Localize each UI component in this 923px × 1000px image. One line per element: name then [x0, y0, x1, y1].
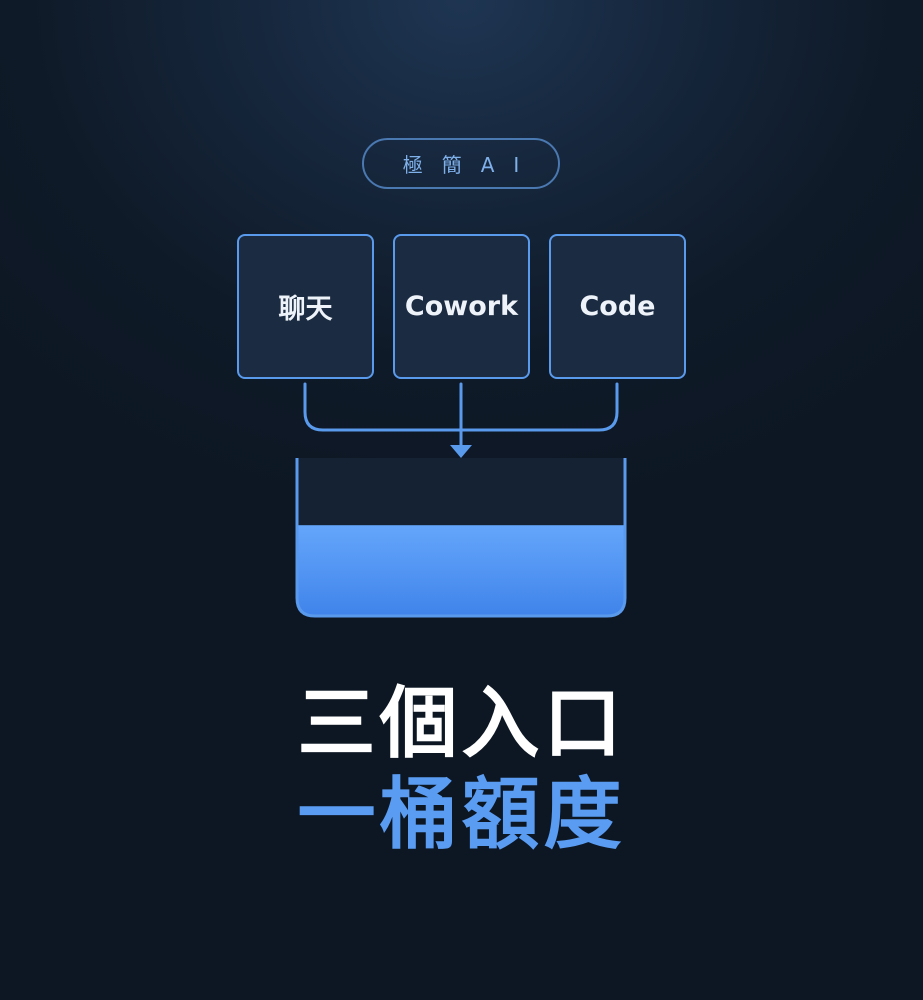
brand-badge-label: 極簡AI — [402, 153, 539, 177]
entry-card-chat-label: 聊天 — [278, 294, 333, 325]
entry-card-cowork-label: Cowork — [404, 291, 519, 322]
quota-bucket — [295, 458, 627, 618]
entry-card-code-label: Code — [579, 291, 656, 322]
arrow-down-icon — [450, 445, 472, 458]
brand-badge: 極簡AI — [362, 138, 560, 189]
entry-card-chat[interactable]: 聊天 — [237, 234, 374, 379]
bucket-liquid — [297, 525, 625, 616]
entry-card-cowork[interactable]: Cowork — [393, 234, 530, 379]
headline-accent: 一桶額度 — [297, 770, 626, 860]
entry-card-code[interactable]: Code — [549, 234, 686, 379]
bucket-outline — [295, 458, 627, 618]
headline-primary: 三個入口 — [297, 679, 626, 769]
